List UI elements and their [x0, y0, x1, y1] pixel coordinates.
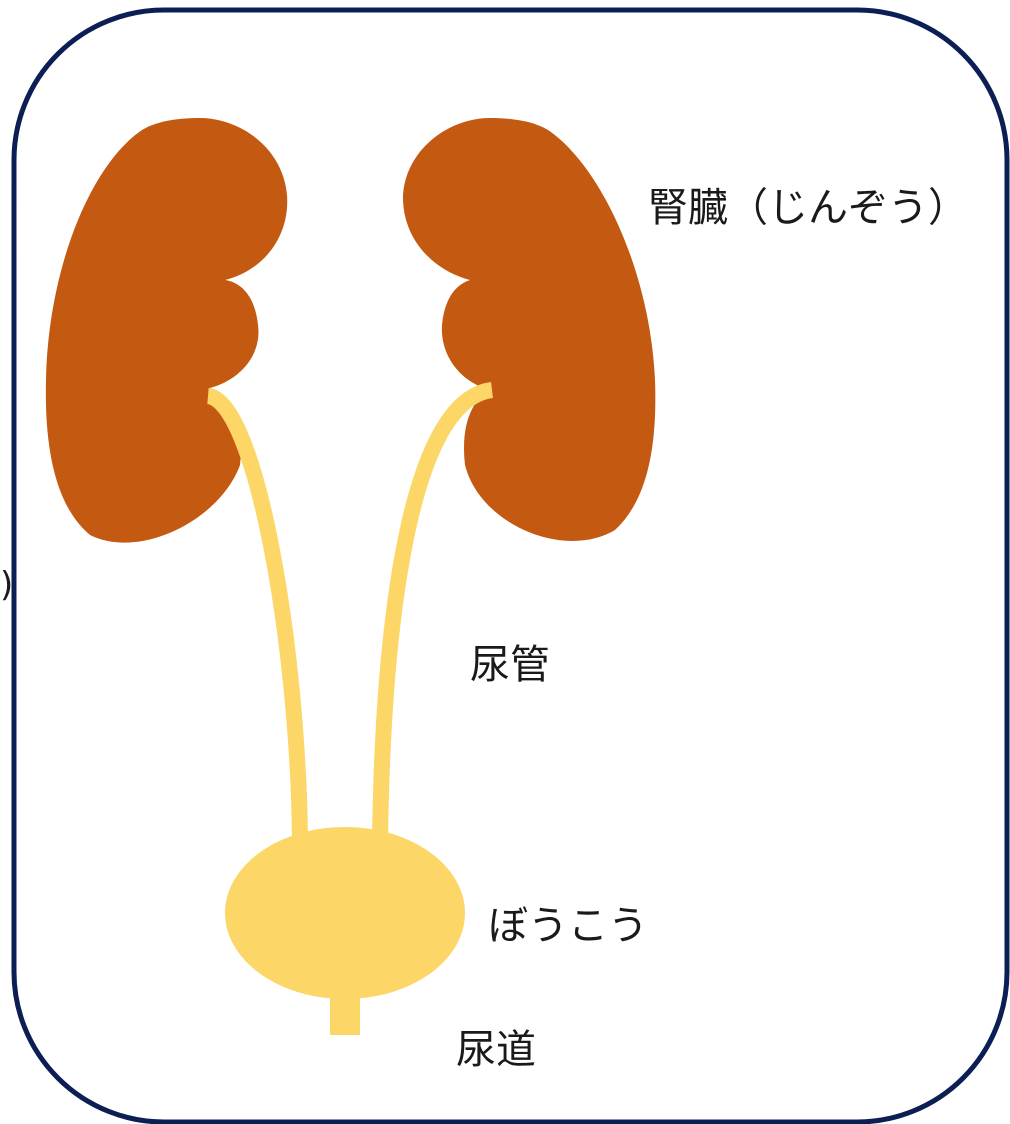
kidney-label: 腎臓（じんぞう）	[648, 188, 968, 228]
bladder	[225, 827, 465, 999]
left-edge-text-fragment: )	[0, 568, 13, 602]
bladder-label: ぼうこう	[488, 906, 648, 946]
urethra-label: 尿道	[456, 1030, 536, 1070]
ureter-label: 尿管	[470, 645, 550, 685]
